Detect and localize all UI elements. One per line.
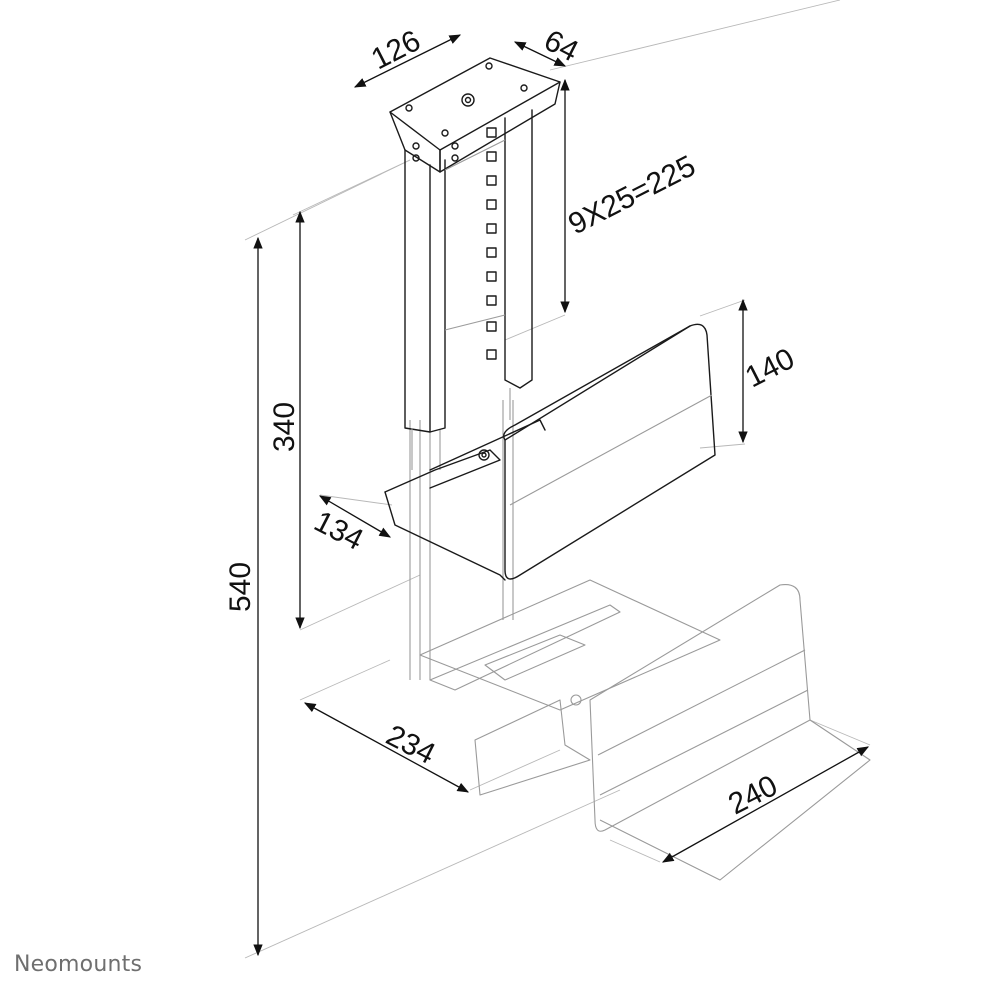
- telescopic-columns: [404, 109, 533, 470]
- pc-holder-upper: [384, 323, 716, 581]
- extension-lines: [244, 0, 871, 959]
- dim-label-126: 126: [366, 24, 426, 76]
- brand-logo: Neomounts: [14, 952, 143, 977]
- dim-label-140: 140: [740, 342, 800, 394]
- dim-label-64: 64: [539, 24, 584, 69]
- dim-label-234: 234: [381, 719, 441, 771]
- dim-label-540: 540: [224, 562, 257, 612]
- dim-label-134: 134: [309, 505, 369, 557]
- dimension-lines: [253, 34, 870, 957]
- dim-label-adjust-step: 9X25=225: [563, 149, 701, 241]
- extended-holder-ghost: [409, 400, 871, 881]
- dim-label-240: 240: [723, 769, 783, 821]
- adjustment-slots: [486, 127, 497, 360]
- dim-label-340: 340: [268, 402, 301, 452]
